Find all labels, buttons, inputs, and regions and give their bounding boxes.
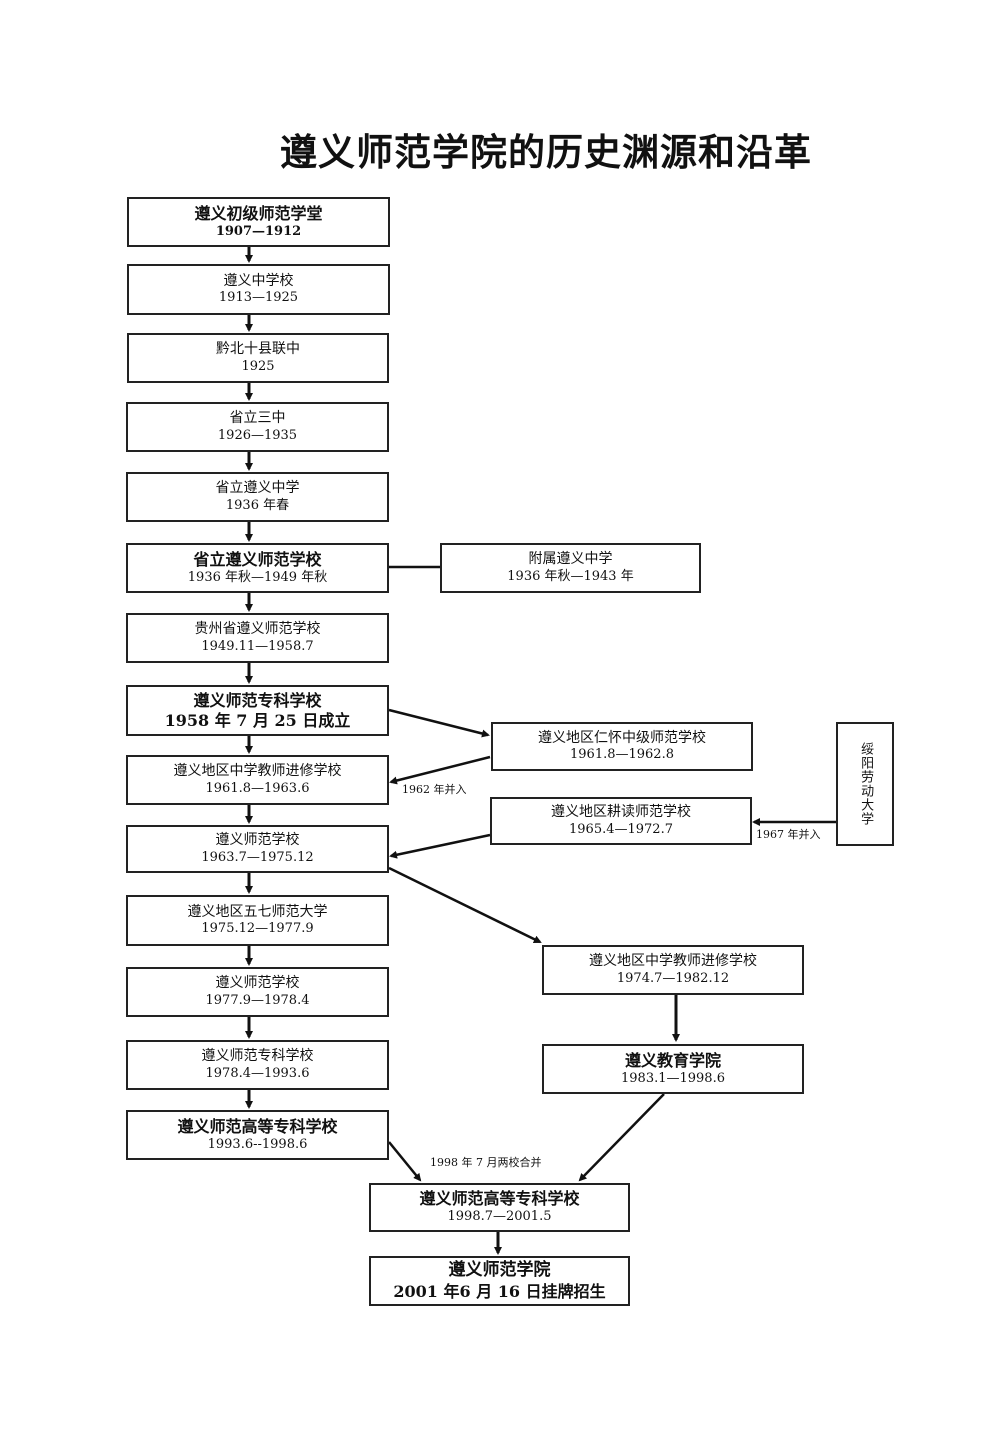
node-dates: 1907—1912	[215, 223, 302, 239]
node-dates: 1975.12—1977.9	[201, 921, 314, 937]
node-provincial-third-middle: 省立三中 1926—1935	[126, 402, 389, 452]
node-name: 遵义地区五七师范大学	[187, 903, 328, 920]
node-name: 遵义教育学院	[624, 1050, 721, 1070]
note-merged-1962: 1962 年并入	[402, 783, 467, 796]
node-name: 省立遵义师范学校	[193, 549, 322, 569]
arrow-n10-n11a	[388, 866, 542, 944]
node-name: 绥阳劳动大学	[858, 742, 874, 826]
node-provincial-zunyi-normal-school: 省立遵义师范学校 1936 年秋—1949 年秋	[126, 543, 389, 593]
arrow-n8a-n9	[389, 755, 491, 785]
node-zunyi-education-college: 遵义教育学院 1983.1—1998.6	[542, 1044, 804, 1094]
arrow-n14-n15	[388, 1141, 422, 1182]
note-merged-1998: 1998 年 7 月两校合并	[430, 1156, 542, 1169]
node-provincial-zunyi-middle: 省立遵义中学 1936 年春	[126, 472, 389, 522]
arrow-n8-n8a	[388, 708, 490, 738]
node-name: 贵州省遵义师范学校	[194, 621, 321, 638]
node-name: 黔北十县联中	[216, 341, 300, 358]
arrow-n13a-n15	[578, 1093, 665, 1182]
node-dates: 1961.8—1962.8	[570, 747, 674, 763]
node-name: 遵义中学校	[223, 272, 294, 289]
node-dates: 1961.8—1963.6	[205, 780, 310, 796]
node-zunyi-normal-college-1978: 遵义师范专科学校 1978.4—1993.6	[126, 1040, 389, 1090]
node-name: 省立遵义中学	[215, 480, 300, 497]
node-zunyi-middle-school: 遵义中学校 1913—1925	[127, 264, 390, 315]
node-dates: 1936 年春	[225, 497, 290, 513]
node-zunyi-normal-school-1963: 遵义师范学校 1963.7—1975.12	[126, 825, 389, 873]
node-zunyi-normal-college-1958: 遵义师范专科学校 1958 年 7 月 25 日成立	[126, 685, 389, 736]
node-zunyi-normal-university: 遵义师范学院 2001 年6 月 16 日挂牌招生	[369, 1256, 630, 1306]
node-dates: 1998.7—2001.5	[447, 1209, 552, 1225]
node-dates: 1993.6--1998.6	[207, 1136, 308, 1152]
node-name: 遵义地区仁怀中级师范学校	[538, 729, 706, 746]
node-dates: 1958 年 7 月 25 日成立	[164, 710, 351, 730]
node-name: 遵义师范学校	[215, 832, 300, 849]
node-dates: 1974.7—1982.12	[616, 970, 730, 986]
node-name: 遵义地区中学教师进修学校	[589, 953, 757, 970]
node-zunyi-normal-higher-college-1998: 遵义师范高等专科学校 1998.7—2001.5	[369, 1183, 630, 1232]
node-qianbei-joint-middle-school: 黔北十县联中 1925	[127, 333, 389, 383]
node-dates: 1963.7—1975.12	[201, 849, 314, 865]
node-dates: 1925	[241, 358, 275, 374]
node-name: 省立三中	[229, 410, 286, 427]
node-affiliated-zunyi-middle: 附属遵义中学 1936 年秋—1943 年	[440, 543, 701, 593]
node-dates: 2001 年6 月 16 日挂牌招生	[393, 1281, 606, 1301]
node-dates: 1926—1935	[217, 427, 298, 443]
node-dates: 1965.4—1972.7	[569, 821, 673, 837]
node-dates: 1936 年秋—1949 年秋	[187, 569, 328, 585]
node-gengdu-normal-school: 遵义地区耕读师范学校 1965.4—1972.7	[490, 797, 752, 845]
node-dates: 1913—1925	[218, 290, 299, 306]
node-zunyi-junior-normal-school: 遵义初级师范学堂 1907—1912	[127, 197, 390, 247]
node-guizhou-zunyi-normal-school: 贵州省遵义师范学校 1949.11—1958.7	[126, 613, 389, 663]
node-name: 附属遵义中学	[528, 551, 613, 568]
node-dates: 1983.1—1998.6	[621, 1070, 725, 1086]
node-zunyi-normal-higher-college-1993: 遵义师范高等专科学校 1993.6--1998.6	[126, 1110, 389, 1160]
node-zunyi-normal-school-1977: 遵义师范学校 1977.9—1978.4	[126, 967, 389, 1017]
node-dates: 1949.11—1958.7	[201, 638, 314, 654]
node-dates: 1978.4—1993.6	[205, 1065, 310, 1081]
node-name: 遵义师范专科学校	[193, 690, 322, 710]
node-dates: 1936 年秋—1943 年	[507, 568, 634, 584]
node-teacher-training-school-1974: 遵义地区中学教师进修学校 1974.7—1982.12	[542, 945, 804, 995]
page-title: 遵义师范学院的历史渊源和沿革	[280, 131, 812, 174]
node-name: 遵义师范学校	[215, 975, 300, 992]
node-name: 遵义初级师范学堂	[194, 203, 323, 223]
arrow-n9a-n10	[389, 833, 491, 859]
node-suiyang-labor-university: 绥阳劳动大学	[836, 722, 894, 846]
node-dates: 1977.9—1978.4	[205, 992, 310, 1008]
node-name: 遵义师范专科学校	[201, 1048, 314, 1065]
node-name: 遵义师范学院	[448, 1260, 551, 1281]
node-wuqi-normal-university: 遵义地区五七师范大学 1975.12—1977.9	[126, 895, 389, 946]
note-merged-1967: 1967 年并入	[756, 828, 821, 841]
node-name: 遵义地区耕读师范学校	[551, 804, 691, 821]
node-renhuai-normal-school: 遵义地区仁怀中级师范学校 1961.8—1962.8	[491, 722, 753, 771]
node-name: 遵义地区中学教师进修学校	[173, 763, 342, 780]
node-teacher-training-school-1961: 遵义地区中学教师进修学校 1961.8—1963.6	[126, 755, 389, 805]
node-name: 遵义师范高等专科学校	[177, 1116, 338, 1136]
node-name: 遵义师范高等专科学校	[419, 1189, 580, 1209]
